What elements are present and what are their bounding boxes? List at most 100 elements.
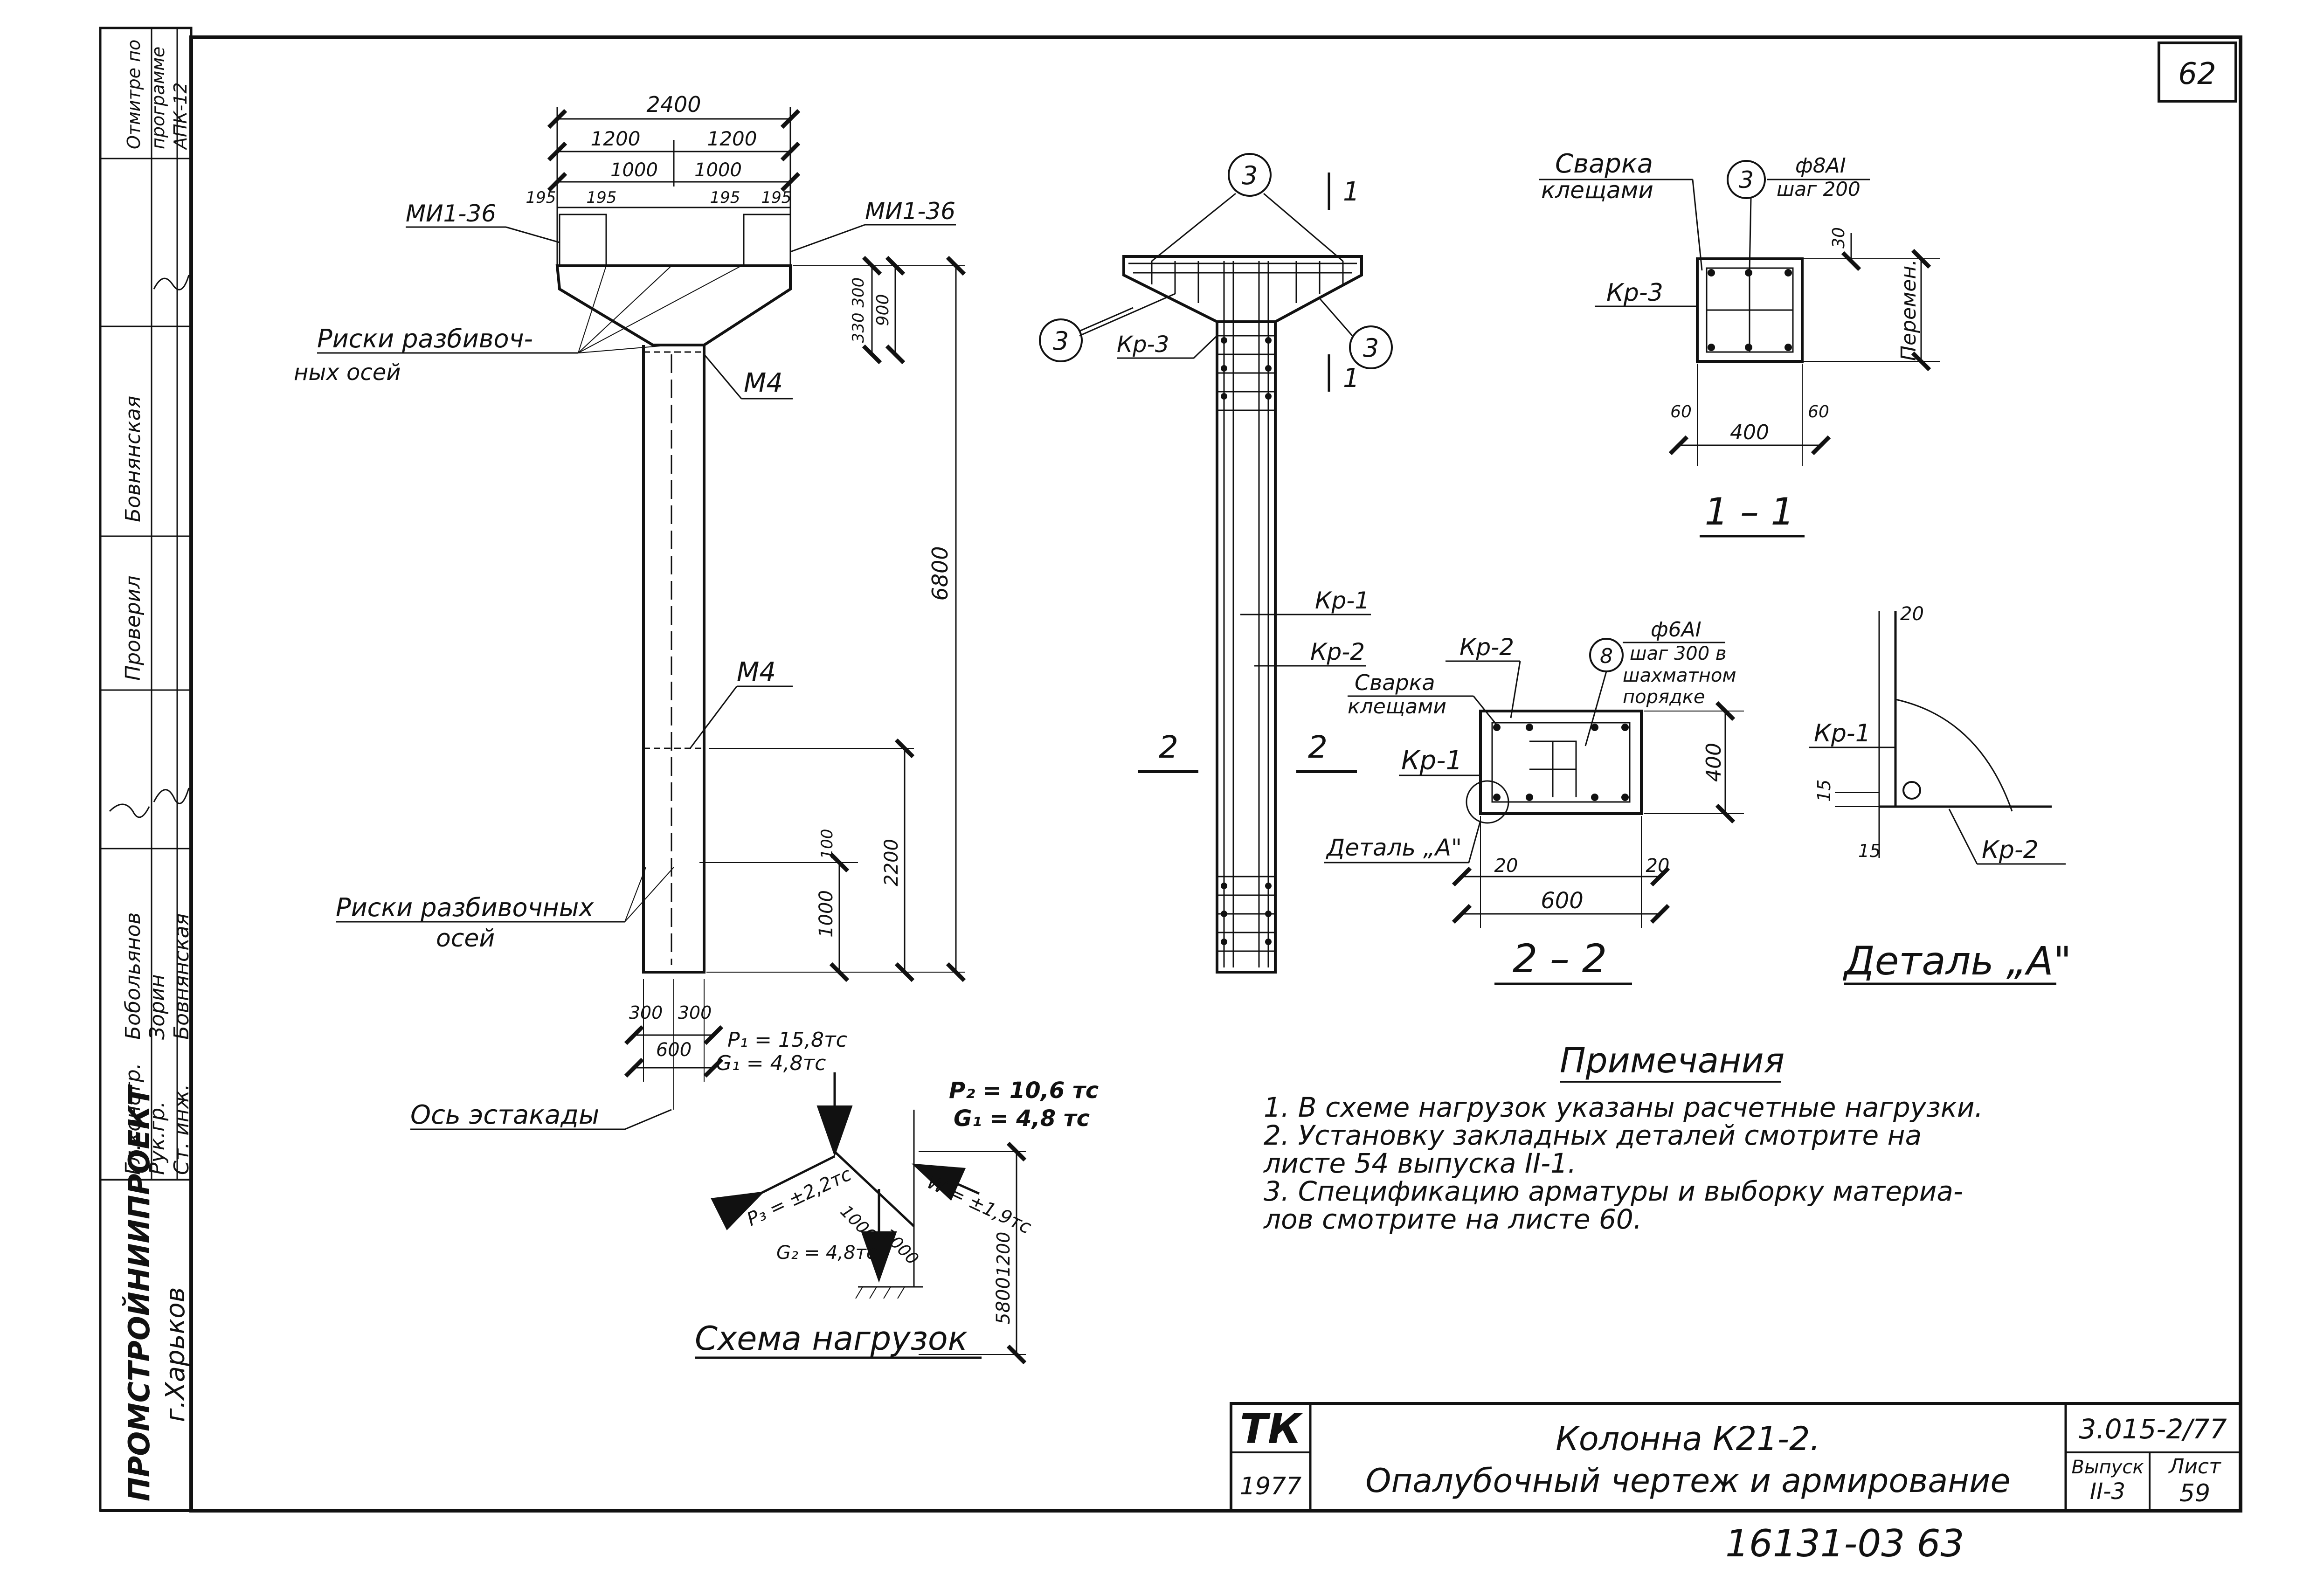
callout-3-right: 3	[1363, 333, 1379, 363]
s22-bar-1: ф6АI	[1651, 618, 1702, 642]
load-scheme: P₁ = 15,8тс G₁ = 4,8тс P₂ = 10,6 тс G₁ =…	[695, 1028, 1099, 1365]
note-line-5: лов смотрите на листе 60.	[1263, 1203, 1642, 1235]
detail-dim-15-horizontal: 15	[1858, 841, 1881, 861]
s22-weld-2: клещами	[1348, 695, 1446, 718]
title-block: ТК 1977 Колонна К21-2. Опалубочный черте…	[1230, 1402, 2242, 1512]
dim-900: 900	[873, 294, 892, 326]
section-1-mark-top: 1	[1343, 177, 1360, 207]
column-elevation: 2400 1200 1200 1000 1000 195 195 195 195…	[294, 92, 966, 1130]
detail-a: 20 15 15 Кр-1 Кр-2 Деталь „А"	[1809, 603, 2071, 985]
detail-a-marker	[1466, 780, 1509, 824]
reinforcement-elevation: 3 3 3 1 1 Кр-3 Кр-1 Кр-2 2 2	[1039, 153, 1393, 974]
s11-bar-2: шаг 200	[1777, 178, 1861, 200]
load-w: W = ±1,9тс	[924, 1171, 1035, 1238]
s22-bar-3: шахматном	[1623, 665, 1736, 686]
stamp-checker: Бовнянская	[121, 396, 145, 522]
sheet-number-top: 62	[2178, 57, 2216, 91]
label-kp3: Кр-3	[1117, 332, 1169, 358]
s11-bar-1: ф8АI	[1795, 154, 1846, 178]
s11-dim-400: 400	[1730, 421, 1769, 444]
label-marks-bottom-2: осей	[436, 925, 495, 953]
s11-dim-var: Перемен.	[1897, 259, 1921, 361]
s22-bar-2: шаг 300 в	[1630, 643, 1726, 664]
s11-dim-60-left: 60	[1670, 402, 1692, 421]
dim-1000-low: 1000	[816, 890, 837, 938]
stamp-role-2: Рук.гр.	[145, 1101, 169, 1175]
s11-title: 1 – 1	[1705, 490, 1795, 533]
section-1-1: Сварка клещами 3 ф8АI шаг 200 Кр-3 30 Пе…	[1539, 149, 1940, 538]
load-p2: P₂ = 10,6 тс	[949, 1078, 1099, 1104]
notes: Примечания 1. В схеме нагрузок указаны р…	[1263, 1041, 1983, 1235]
dim-195-rl: 195	[710, 188, 740, 207]
dim-1200-right: 1200	[707, 127, 757, 150]
section-2-2: Кр-2 Сварка клещами Кр-1 8 ф6АI шаг 300 …	[1324, 618, 1744, 985]
signature-2	[109, 803, 150, 818]
s11-weld-1: Сварка	[1555, 149, 1653, 179]
title-line-2: Опалубочный чертеж и армирование	[1365, 1462, 2010, 1500]
dim-1000-right: 1000	[694, 159, 742, 181]
s22-detail-ref: Деталь „А"	[1326, 834, 1462, 861]
load-w-arrow	[911, 1163, 980, 1201]
dim-1000-left: 1000	[610, 159, 658, 181]
title-line-1: Колонна К21-2.	[1556, 1420, 1820, 1458]
label-marks-bottom-1: Риски разбивочных	[336, 893, 594, 922]
stamp-name-2: Зорин	[145, 974, 169, 1040]
title-issue-value: II-3	[2090, 1478, 2125, 1505]
section-2-mark-right: 2	[1308, 729, 1328, 765]
s22-kp1: Кр-1	[1401, 746, 1462, 776]
label-m4-top: М4	[744, 368, 783, 398]
callout-3-top: 3	[1242, 161, 1258, 190]
detail-kp2: Кр-2	[1982, 836, 2039, 864]
detail-dim-20: 20	[1900, 603, 1924, 625]
stamp-checked: Проверил	[121, 575, 145, 681]
note-line-4: 3. Спецификацию арматуры и выборку матер…	[1264, 1175, 1963, 1207]
dim-195-rr: 195	[761, 188, 792, 207]
stamp-role-1: Гл.констр.	[121, 1063, 145, 1175]
detail-a-title: Деталь „А"	[1842, 938, 2071, 984]
title-doc-code: 3.015-2/77	[2079, 1413, 2227, 1445]
dim-100: 100	[818, 829, 837, 859]
detail-dim-15-vertical: 15	[1814, 780, 1834, 802]
s11-weld-2: клещами	[1541, 177, 1653, 204]
load-p3-arrow	[711, 1155, 836, 1230]
note-line-2: 2. Установку закладных деталей смотрите …	[1264, 1119, 1922, 1151]
dim-1200-left: 1200	[591, 127, 641, 150]
title-sheet-label: Лист	[2168, 1455, 2221, 1478]
stamp-program-1: Отмитре по	[124, 40, 144, 149]
s22-bar-4: порядке	[1623, 686, 1705, 708]
label-mi-left: МИ1-36	[406, 200, 496, 227]
s22-kp2: Кр-2	[1459, 634, 1514, 661]
dim-2400: 2400	[646, 92, 701, 117]
label-kp1-rein: Кр-1	[1315, 587, 1370, 614]
title-issue-label: Выпуск	[2072, 1457, 2144, 1478]
dim-330-300: 330 300	[849, 277, 868, 343]
archive-stamp: 16131-03 63	[1725, 1522, 1964, 1565]
s22-callout: 8	[1600, 644, 1613, 668]
load-dim-1000a: 1000	[837, 1202, 880, 1245]
stamp-program-3: АПК-12	[170, 82, 191, 151]
section-1-mark-bottom: 1	[1343, 363, 1360, 394]
load-g2: G₂ = 4,8тс	[776, 1242, 877, 1264]
signature-1	[153, 275, 190, 290]
signature-3	[153, 788, 190, 804]
stamp-city: г.Харьков	[160, 1287, 191, 1422]
s22-title: 2 – 2	[1513, 936, 1607, 981]
s22-dim-20-right: 20	[1646, 855, 1670, 877]
s11-dim-30: 30	[1829, 227, 1848, 249]
label-m4-mid: М4	[737, 657, 776, 687]
dim-6800: 6800	[927, 546, 953, 601]
s22-weld-1: Сварка	[1355, 670, 1435, 695]
section-2-mark-left: 2	[1159, 729, 1178, 765]
load-p1: P₁ = 15,8тс	[727, 1028, 847, 1052]
label-marks-top-2: ных осей	[294, 359, 401, 386]
s22-dim-20-left: 20	[1494, 855, 1518, 877]
load-g1-right: G₁ = 4,8 тс	[954, 1105, 1090, 1132]
title-year: 1977	[1240, 1472, 1301, 1500]
label-axis: Ось эстакады	[410, 1100, 599, 1130]
dim-2200: 2200	[881, 839, 902, 886]
s11-kp3: Кр-3	[1606, 279, 1663, 307]
label-kp2-rein: Кр-2	[1310, 638, 1365, 665]
label-marks-top-1: Риски разбивоч-	[317, 324, 533, 353]
label-mi-right: МИ1-36	[865, 198, 955, 225]
